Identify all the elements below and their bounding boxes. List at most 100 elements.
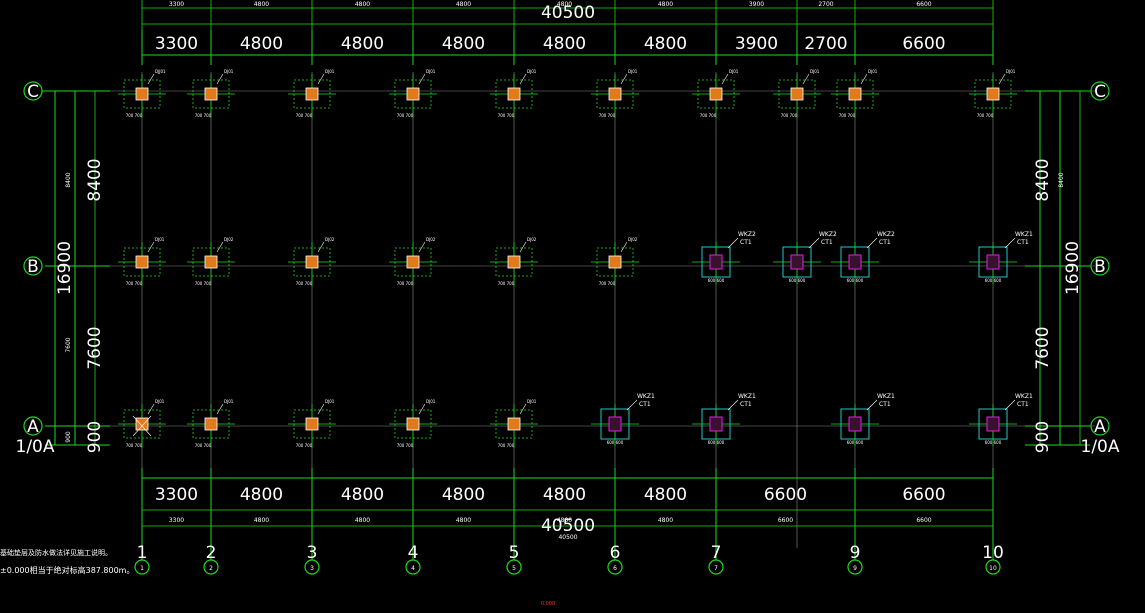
column-square [305,255,319,269]
footing-dim: 700 700 [397,281,414,286]
footing-dim: 700 700 [126,113,143,118]
axis-bubble-b-left-circle [23,256,43,276]
tag-leader [418,403,426,415]
footing-dim: 600 600 [708,278,725,283]
tag-leader [620,241,628,253]
tag-leader [626,399,638,411]
axis-bubble-x-tiny: 7 [714,565,718,572]
dim-label-small: 2700 [818,1,833,8]
warning-note: 0.000 [541,601,555,607]
tag-leader [866,237,878,249]
footing-tag: DJJ01 [155,69,166,74]
footing-tag: DJ02 [426,237,436,242]
dim-left-top: 8400 [85,158,105,201]
footing-tag: DJ01 [224,399,234,404]
column-square [709,87,723,101]
footing-tag: DJ01 [628,69,638,74]
footing-dim: 700 700 [599,113,616,118]
axis-bubble-x-circle [847,559,863,575]
dim-label-bottom: 4800 [341,485,384,505]
footing-tag: DJ01 [868,69,878,74]
pier-column [709,254,723,270]
axis-bubble-c-right-label: C [1094,82,1106,102]
dim-label-small: 3900 [749,1,764,8]
footing-dim: 600 600 [847,278,864,283]
pier-tag: WKZ2 [877,231,895,238]
dim-left-small: 8400 [65,172,72,187]
dim-label-small: 3300 [169,1,184,8]
tag-leader [519,73,527,85]
axis-bubble-x-circle [134,559,150,575]
tag-leader [1004,399,1016,411]
dim-label-small: 4800 [557,1,572,8]
axis-bubble-a-right-label: A [1094,417,1106,437]
axis-bubble-x-label: 6 [610,543,621,563]
pier-tag: WKZ1 [637,393,655,400]
column-square [204,417,218,431]
footing-dim: 700 700 [977,113,994,118]
cap-tag: CT1 [1017,401,1029,408]
axis-bubble-x-tiny: 5 [512,565,516,572]
dim-label-top: 4800 [442,34,485,54]
pier-column [848,416,862,432]
tag-leader [418,73,426,85]
footing-tag: DJ01 [527,399,537,404]
dim-label-bottom: 3300 [155,485,198,505]
footing-dim: 700 700 [195,443,212,448]
dim-total-top: 40500 [541,3,595,23]
dim-label-top: 4800 [240,34,283,54]
column-square [305,417,319,431]
dim-label-small: 4800 [658,517,673,524]
footing-dim: 700 700 [296,113,313,118]
footing-dim: 600 600 [985,278,1002,283]
footing-dim: 600 600 [708,440,725,445]
axis-grid [50,72,1095,548]
dimension-lines: 3300 4800 4800 4800 4800 4800 3900 2700 6600 4050… [45,0,1090,541]
footing-dim: 700 700 [195,113,212,118]
column-square [204,255,218,269]
column-square [406,87,420,101]
pier-column [790,254,804,270]
footing-tag: DJ01 [325,399,335,404]
axis-bubble-x-tiny: 6 [613,565,617,572]
dim-label-top: 3900 [735,34,778,54]
pier-tag: WKZ1 [877,393,895,400]
dim-total-bottom: 40500 [541,516,595,536]
footing-row-c: DJJ01 700 700 [118,69,166,118]
footing-dim: 700 700 [397,113,414,118]
column-square [305,87,319,101]
pier-tag: WKZ1 [1015,393,1033,400]
footing-tag: DJ02 [628,237,638,242]
tag-leader [620,73,628,85]
dim-right-bottom: 900 [1033,421,1053,453]
axis-bubble-x-label: 4 [408,543,419,563]
tag-leader [998,73,1006,85]
axis-bubble-x-circle [708,559,724,575]
footing-row-b: DJ02 700 700 [389,237,437,286]
dim-right-top: 8400 [1033,158,1053,201]
axis-bubble-a-left-circle [23,416,43,436]
axis-label-1-0a-right: 1/0A [1081,437,1120,457]
tag-leader [147,73,155,85]
dim-label-small: 6600 [916,517,931,524]
tag-leader [216,403,224,415]
axis-bubble-a-right-circle [1090,416,1110,436]
footing-tag: DJ01 [155,399,165,404]
dim-label-small: 4800 [456,1,471,8]
cap-tag: CT1 [1017,239,1029,246]
dim-left-small: 7600 [65,337,72,352]
axis-bubble-c-right-circle [1090,81,1110,101]
